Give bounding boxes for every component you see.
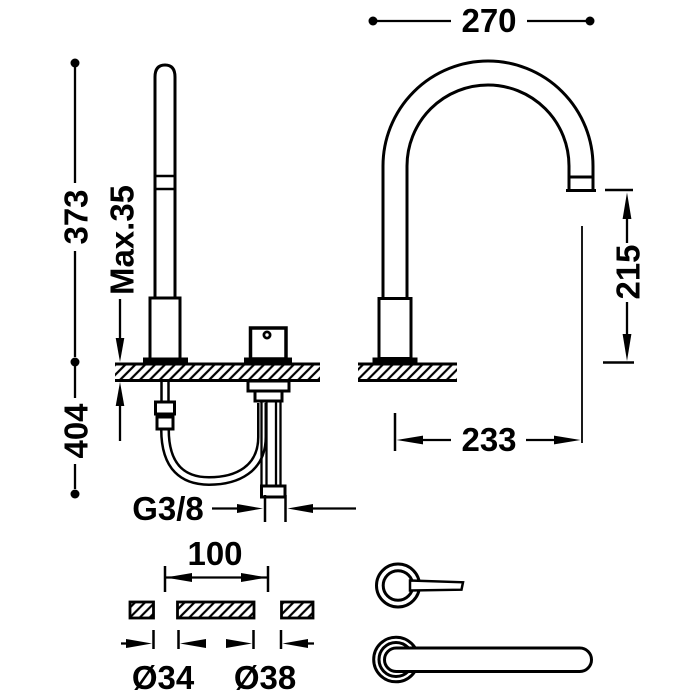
arrowhead-right — [554, 435, 581, 445]
spout-base-flange — [143, 357, 188, 365]
dim-dot — [70, 357, 80, 367]
arrowhead-left — [282, 639, 308, 648]
dim-g38-label: G3/8 — [132, 490, 204, 527]
gooseneck-front-view — [372, 59, 596, 365]
deck-plate-section: 100 Ø34 Ø38 — [121, 535, 315, 696]
dimension-373: 373 — [58, 58, 95, 367]
valve-base-flange — [244, 357, 292, 365]
dim-d34-label: Ø34 — [132, 659, 195, 696]
g38-connector-cap — [260, 484, 287, 499]
arrowhead-right — [226, 639, 252, 648]
arrowhead-left — [180, 639, 206, 648]
countertop-right — [358, 362, 457, 382]
handle-lever-side — [383, 646, 593, 673]
dim-d38-label: Ø38 — [234, 659, 296, 696]
arrowhead-right — [237, 504, 263, 513]
valve-underbody-step — [253, 389, 284, 403]
plate-segment — [128, 600, 155, 620]
dim-100-label: 100 — [187, 535, 242, 572]
arrowhead-down — [115, 338, 125, 362]
handle-side-view — [372, 635, 593, 684]
spout-body — [148, 296, 182, 361]
arrowhead-down — [622, 334, 632, 361]
dim-373-label: 373 — [58, 189, 95, 244]
plate-segment — [280, 600, 315, 620]
arrowhead-up — [115, 382, 125, 406]
gooseneck-base-flange — [372, 357, 418, 365]
valve-set-screw — [262, 330, 272, 340]
arrowhead-left — [287, 504, 313, 513]
dimension-233: 233 — [393, 226, 583, 458]
gooseneck-body — [377, 297, 413, 360]
handle-rosette-inner — [381, 569, 415, 602]
dim-404-label: 404 — [58, 403, 95, 459]
dimension-270: 270 — [368, 2, 595, 39]
spout-tube — [153, 63, 177, 299]
dim-max35-label: Max.35 — [104, 185, 141, 295]
dimension-g38: G3/8 — [132, 490, 356, 527]
flexible-hose-core — [162, 403, 265, 484]
hose-nut-lower — [155, 415, 175, 431]
dimension-215: 215 — [603, 188, 647, 364]
dimension-max35: Max.35 — [104, 185, 141, 441]
spout-side-view — [143, 63, 188, 365]
gooseneck-core — [384, 62, 592, 300]
handle-top-view — [375, 562, 465, 609]
hose-nut-upper — [154, 400, 176, 416]
handle-lever-top — [408, 579, 465, 592]
arrowhead-left — [396, 435, 423, 445]
dim-270-label: 270 — [461, 2, 516, 39]
dim-215-label: 215 — [610, 244, 647, 299]
arrowhead-up — [622, 192, 632, 219]
arrowhead-right — [241, 573, 268, 582]
plate-segment — [176, 600, 256, 620]
counter-hatch — [115, 364, 320, 381]
arrowhead-right — [126, 639, 152, 648]
valve-side-view — [244, 326, 292, 365]
dim-233-label: 233 — [461, 421, 516, 458]
dim-dot — [70, 489, 80, 499]
dim-dot — [585, 16, 595, 26]
dimension-404: 404 — [58, 366, 95, 499]
countertop-left — [115, 362, 320, 382]
below-counter-plumbing — [154, 379, 291, 499]
counter-hatch — [358, 364, 457, 381]
arrowhead-left — [165, 573, 192, 582]
